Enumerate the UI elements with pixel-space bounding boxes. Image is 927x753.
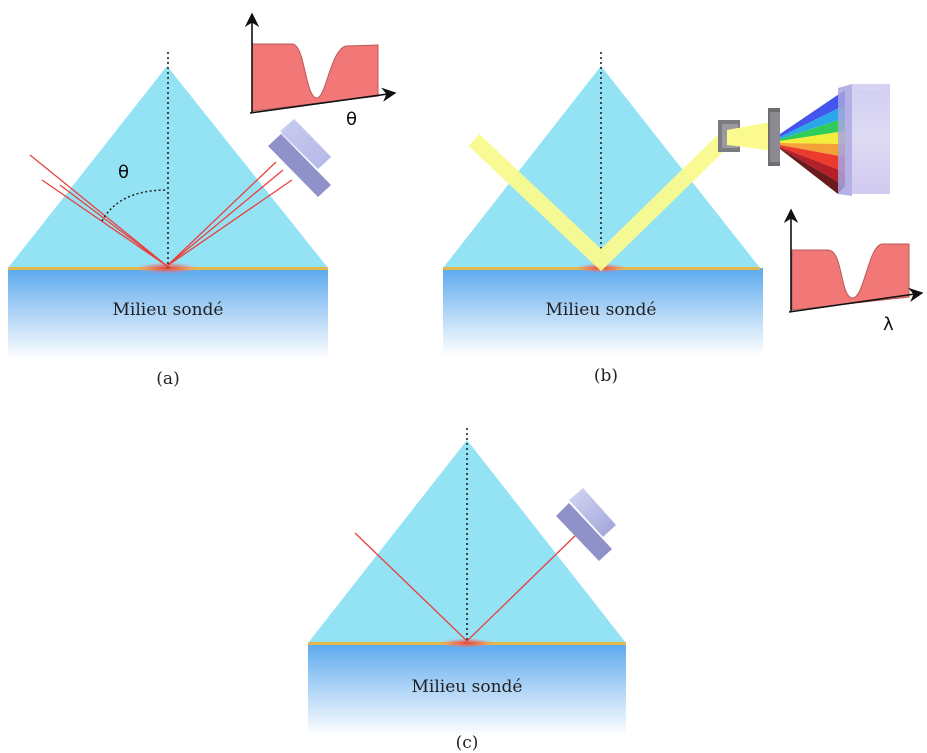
x-axis-b: [788, 287, 924, 313]
reflectivity-curve-b: [791, 243, 910, 311]
x-axis-label-b: λ: [883, 314, 894, 335]
probed-medium: [8, 268, 328, 360]
probed-medium: [443, 268, 763, 356]
caption-a: (a): [156, 369, 179, 389]
probed-medium: [308, 643, 626, 736]
angle-arc: [101, 189, 168, 222]
white-light-beam: [468, 131, 733, 272]
angle-symbol: θ: [118, 162, 129, 183]
spectrometer-screen: [852, 84, 890, 194]
inset-reflectivity-plot-a: θ: [244, 12, 397, 130]
panel-a: θ θ Milieu sondé (a): [8, 12, 397, 389]
reflected-rays: [166, 161, 293, 267]
detector-icon: [556, 488, 616, 561]
reflected-ray: [466, 529, 582, 642]
caption-b: (b): [594, 366, 618, 386]
panel-c: Milieu sondé (c): [308, 428, 626, 753]
detector-icon: [268, 119, 331, 197]
medium-label-c: Milieu sondé: [412, 677, 523, 697]
x-axis-a: [249, 87, 397, 114]
caption-c: (c): [456, 733, 479, 753]
resonance-hotspot: [439, 638, 495, 648]
spectrometer-icon: [718, 84, 890, 196]
x-axis-label-a: θ: [346, 109, 357, 130]
panel-b: λ Milieu sondé (b): [443, 52, 924, 386]
medium-label-b: Milieu sondé: [546, 300, 657, 320]
medium-label-a: Milieu sondé: [113, 300, 224, 320]
incident-rays: [29, 154, 168, 267]
inset-reflectivity-plot-b: λ: [783, 208, 924, 335]
reflectivity-curve-a: [251, 43, 379, 112]
incident-ray: [354, 532, 468, 642]
resonance-hotspot: [135, 262, 199, 274]
prism: [308, 440, 626, 643]
